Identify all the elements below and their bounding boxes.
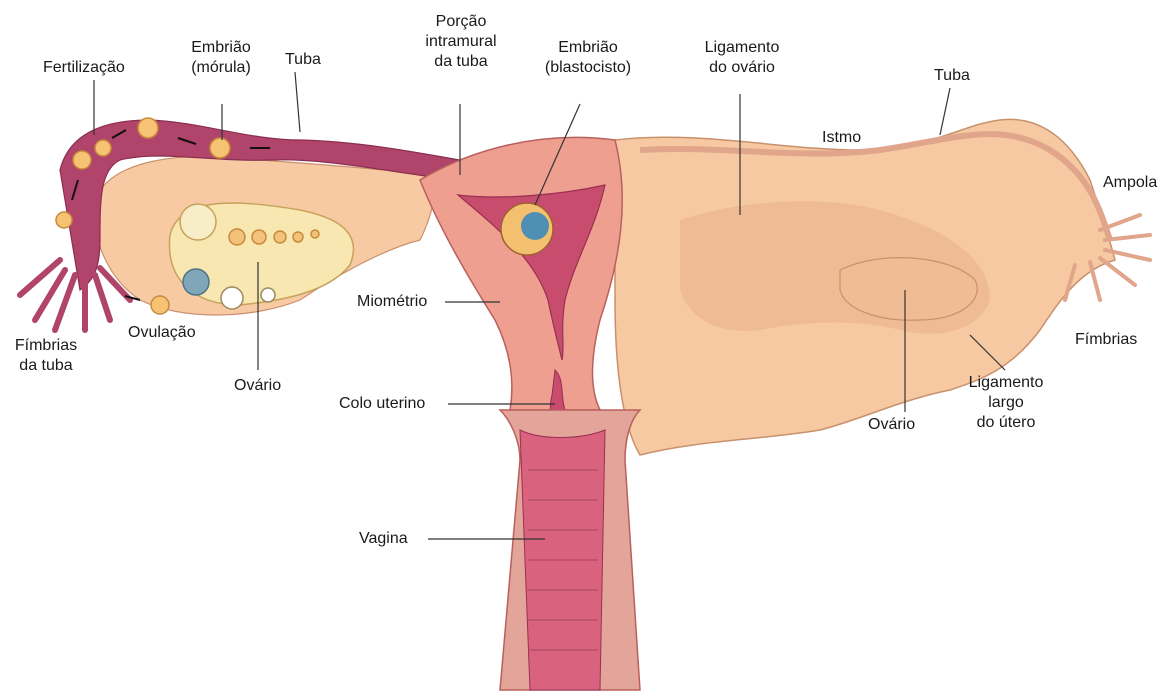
label-istmo: Istmo [822, 128, 861, 148]
label-embriao-blastocisto: Embrião (blastocisto) [532, 38, 644, 78]
label-embriao-morula: Embrião (mórula) [180, 38, 262, 78]
label-colo-uterino: Colo uterino [339, 394, 425, 414]
label-fertilizacao: Fertilização [43, 58, 125, 78]
label-vagina: Vagina [359, 529, 408, 549]
blastocyst-core [521, 212, 549, 240]
label-ovulacao: Ovulação [128, 323, 196, 343]
label-tuba-left: Tuba [285, 50, 321, 70]
label-porcao-intramural: Porção intramural da tuba [414, 12, 508, 72]
label-ampola: Ampola [1103, 173, 1157, 193]
large-follicle [180, 204, 216, 240]
label-fimbrias-tuba: Fímbrias da tuba [4, 336, 88, 376]
uterus [420, 137, 622, 410]
label-ovario-right: Ovário [868, 415, 915, 435]
label-ovario-left: Ovário [234, 376, 281, 396]
label-tuba-right: Tuba [934, 66, 970, 86]
label-ligamento-largo: Ligamento largo do útero [960, 373, 1052, 433]
ovum [151, 296, 169, 314]
corpus-albicans [261, 288, 275, 302]
label-miometrio: Miométrio [357, 292, 427, 312]
label-ligamento-ovario: Ligamento do ovário [690, 38, 794, 78]
corpus-follicle [183, 269, 209, 295]
label-fimbrias-right: Fímbrias [1075, 330, 1137, 350]
corpus-luteum [221, 287, 243, 309]
